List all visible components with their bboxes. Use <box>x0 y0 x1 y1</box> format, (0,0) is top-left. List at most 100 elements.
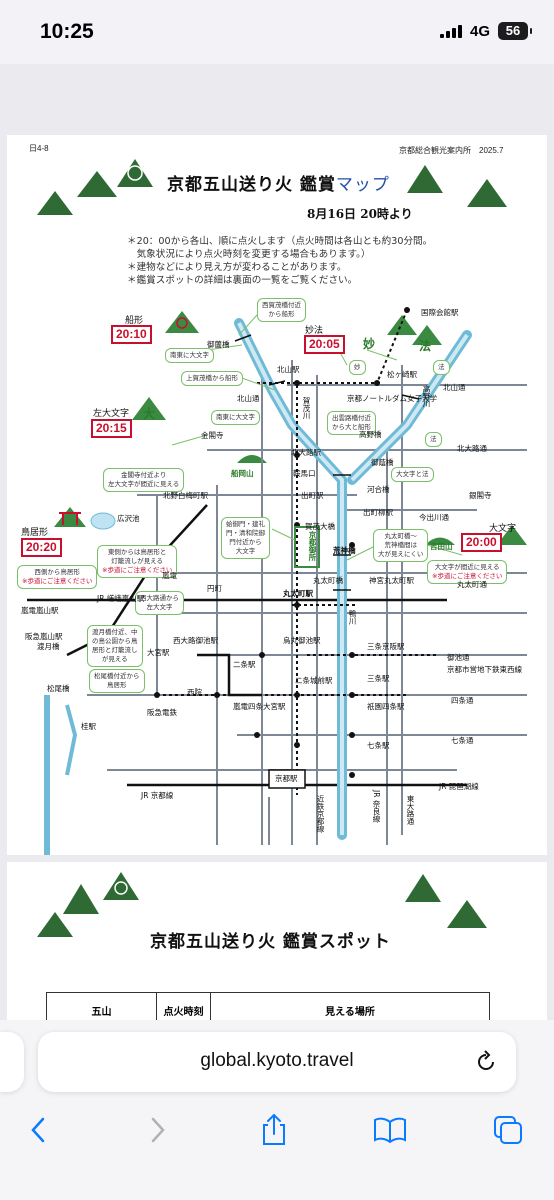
map-title-main: 京都五山送り火 鑑賞 <box>167 175 336 195</box>
callout-togetsu: 渡月橋付近、中 の島公園から鳥 居形と灯籠流し が見える <box>87 625 143 667</box>
station-sagaarashiyama: JR 嵯峨嵐山駅 <box>97 594 145 603</box>
label-randen: 嵐電 <box>162 571 177 580</box>
station-gion: 祇園四条駅 <box>367 702 405 711</box>
station-nijo: 二条駅 <box>233 660 256 669</box>
line-jr-kyoto: JR 京都線 <box>141 791 174 800</box>
road-kitayama: 北山通 <box>237 394 260 403</box>
bookmarks-button[interactable] <box>368 1108 412 1152</box>
road-imadegawa: 今出川通 <box>419 513 449 522</box>
reload-icon[interactable] <box>474 1049 498 1079</box>
station-kitayama: 北山駅 <box>277 365 300 374</box>
line-jr-biwako: JR 琵琶湖線 <box>439 782 479 791</box>
station-hankyu-arashiyama: 阪急嵐山駅 <box>25 632 63 641</box>
myo-label: 妙 <box>363 337 376 351</box>
map-title-accent: マップ <box>335 175 390 195</box>
road-kitayama-east: 北山通 <box>443 383 466 392</box>
tabs-icon <box>494 1116 522 1144</box>
yoshida-label: 吉田山 <box>430 542 453 551</box>
callout-text: 東側からは鳥居形と 灯籠流しが見える <box>107 548 167 565</box>
spots-decoration <box>37 872 487 937</box>
callout-nanto-2: 南東に大文字 <box>211 410 260 425</box>
col-header-gozan: 五山 <box>47 993 157 1020</box>
map-graphic <box>27 159 527 855</box>
previous-tab-peek[interactable] <box>0 1032 24 1092</box>
station-shichijo: 七条駅 <box>367 741 390 750</box>
callout-note: ※歩道にご注意ください <box>22 577 93 585</box>
callout-gosho: 蛤御門・建礼 門・清和院御 門付近から 大文字 <box>221 517 270 559</box>
river-kamogawa: 鴨川 <box>348 610 357 625</box>
callout-matsuo: 松尾橋付近から 鳥居形 <box>89 669 145 693</box>
status-indicators: 4G 56 <box>439 22 532 40</box>
line-hankyu: 阪急電鉄 <box>147 708 177 717</box>
callout-kojin: 丸太町橋～ 荒神橋間は 大が見えにくい <box>373 529 429 562</box>
station-kokusai: 国際会館駅 <box>421 308 459 317</box>
url-text[interactable]: global.kyoto.travel <box>200 1050 354 1071</box>
bridge-togetsu: 渡月橋 <box>37 642 60 651</box>
road-marutamachi: 丸太町通 <box>457 580 487 589</box>
mountain-icons-left <box>37 159 153 215</box>
back-button[interactable] <box>16 1108 60 1152</box>
callout-nishigamo: 西賀茂橋付近 から船形 <box>257 298 306 322</box>
mountain-icons-right <box>407 165 507 207</box>
status-bar: 10:25 4G 56 <box>0 0 554 64</box>
fire-time-hidaridaimonji: 20:15 <box>91 419 132 438</box>
fire-name-hidaridaimonji: 左大文字 <box>93 409 130 419</box>
book-icon <box>374 1117 406 1144</box>
map-title: 京都五山送り火 鑑賞マップ <box>167 170 390 195</box>
map-code: 日4-8 <box>29 144 49 153</box>
station-demachiyanagi: 出町柳駅 <box>363 508 393 517</box>
address-bar[interactable]: global.kyoto.travel <box>38 1032 516 1092</box>
station-saiin: 西院 <box>187 688 202 697</box>
callout-text: 大文字が間近に見える <box>434 563 500 571</box>
fire-name-funagata: 船形 <box>125 316 144 326</box>
share-button[interactable] <box>252 1108 296 1152</box>
station-omiya-randen: 嵐電四条大宮駅 <box>233 702 286 711</box>
note-line: ＊鑑賞スポットの詳細は裏面の一覧をご覧ください。 <box>127 275 358 286</box>
road-kitaoji: 北大路通 <box>457 444 487 453</box>
label-gosho: 京都御所 <box>308 531 317 561</box>
share-icon <box>263 1113 285 1145</box>
bridge-takano: 高野橋 <box>359 430 382 439</box>
forward-button[interactable] <box>136 1108 180 1152</box>
station-jingu: 神宮丸太町駅 <box>369 576 414 585</box>
station-arashiyama-randen: 嵐電嵐山駅 <box>21 606 59 615</box>
station-sanjo: 三条駅 <box>367 674 390 683</box>
line-jr-nara: JR 奈良線 <box>372 790 381 823</box>
fire-time-myoho: 20:05 <box>304 335 345 354</box>
callout-ho-2: 法 <box>425 432 442 447</box>
road-shichijo: 七条通 <box>451 736 474 745</box>
browser-toolbar <box>0 1108 554 1158</box>
label-kinkakuji: 金閣寺 <box>201 431 224 440</box>
station-kyoto: 京都駅 <box>275 774 298 783</box>
chevron-right-icon <box>151 1117 165 1143</box>
bridge-marutamachi: 丸太町橋 <box>313 576 343 585</box>
dai-label: 大 <box>143 407 156 421</box>
bridge-kawai: 河合橋 <box>367 485 390 494</box>
callout-kinkakuji: 金閣寺付近より 左大文字が間近に見える <box>103 468 185 492</box>
callout-text: 西側から鳥居形 <box>34 568 80 576</box>
label-ginkakuji: 銀閣寺 <box>469 491 492 500</box>
label-hirosawa: 広沢池 <box>117 514 140 523</box>
station-nishioji-oike: 西大路御池駅 <box>173 636 218 645</box>
spots-title: 京都五山送り火 鑑賞スポット <box>150 932 391 952</box>
web-content[interactable]: 日4-8 京都総合観光案内所 2025.7 京都五山送り火 鑑賞マップ 8月16… <box>0 64 554 1020</box>
fire-time-funagata: 20:10 <box>111 325 152 344</box>
river-takano: 高野川 <box>422 385 431 408</box>
map-issuer: 京都総合観光案内所 2025.7 <box>399 146 504 155</box>
bridge-marks <box>234 334 420 591</box>
tabs-button[interactable] <box>486 1108 530 1152</box>
road-higashioji: 東大路通 <box>406 795 415 825</box>
station-omiya: 大宮駅 <box>147 648 170 657</box>
line-tozai: 京都市営地下鉄東西線 <box>447 665 522 674</box>
road-shijo: 四条通 <box>451 696 474 705</box>
bridge-kojin: 荒神橋 <box>333 546 356 555</box>
station-kitanohakubaicho: 北野白梅町駅 <box>163 491 208 500</box>
station-kitaoji: 北大路駅 <box>291 448 321 457</box>
station-katsura: 桂駅 <box>81 722 96 731</box>
note-line: ＊建物などにより見え方が変わることがあります。 <box>127 262 347 273</box>
callout-hirosawa: 東側からは鳥居形と 灯籠流しが見える ※歩道にご注意ください <box>97 545 178 578</box>
ho-label: 法 <box>419 339 432 353</box>
callout-daimonji-ho: 大文字と法 <box>391 467 434 482</box>
col-header-place: 見える場所 <box>325 1006 375 1018</box>
callout-nanto-1: 南東に大文字 <box>165 348 214 363</box>
